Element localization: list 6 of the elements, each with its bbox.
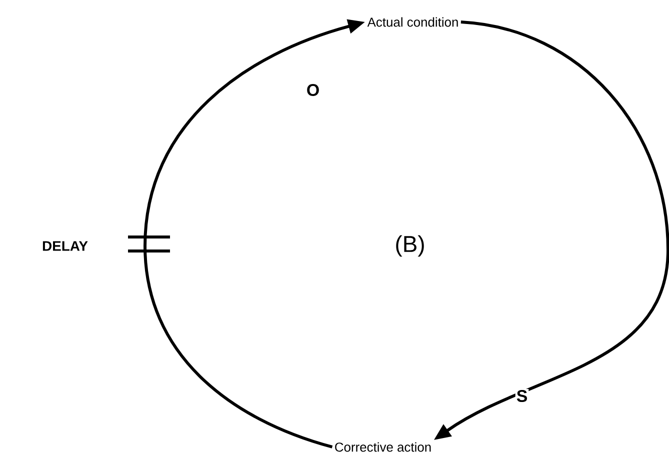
node-label: Corrective action — [335, 442, 431, 452]
edge-label: S — [515, 389, 529, 403]
delay-label: DELAY — [42, 241, 88, 251]
loop-label: (B) — [396, 235, 424, 257]
edge-label: O — [305, 83, 321, 97]
node-label: Actual condition — [367, 17, 458, 27]
